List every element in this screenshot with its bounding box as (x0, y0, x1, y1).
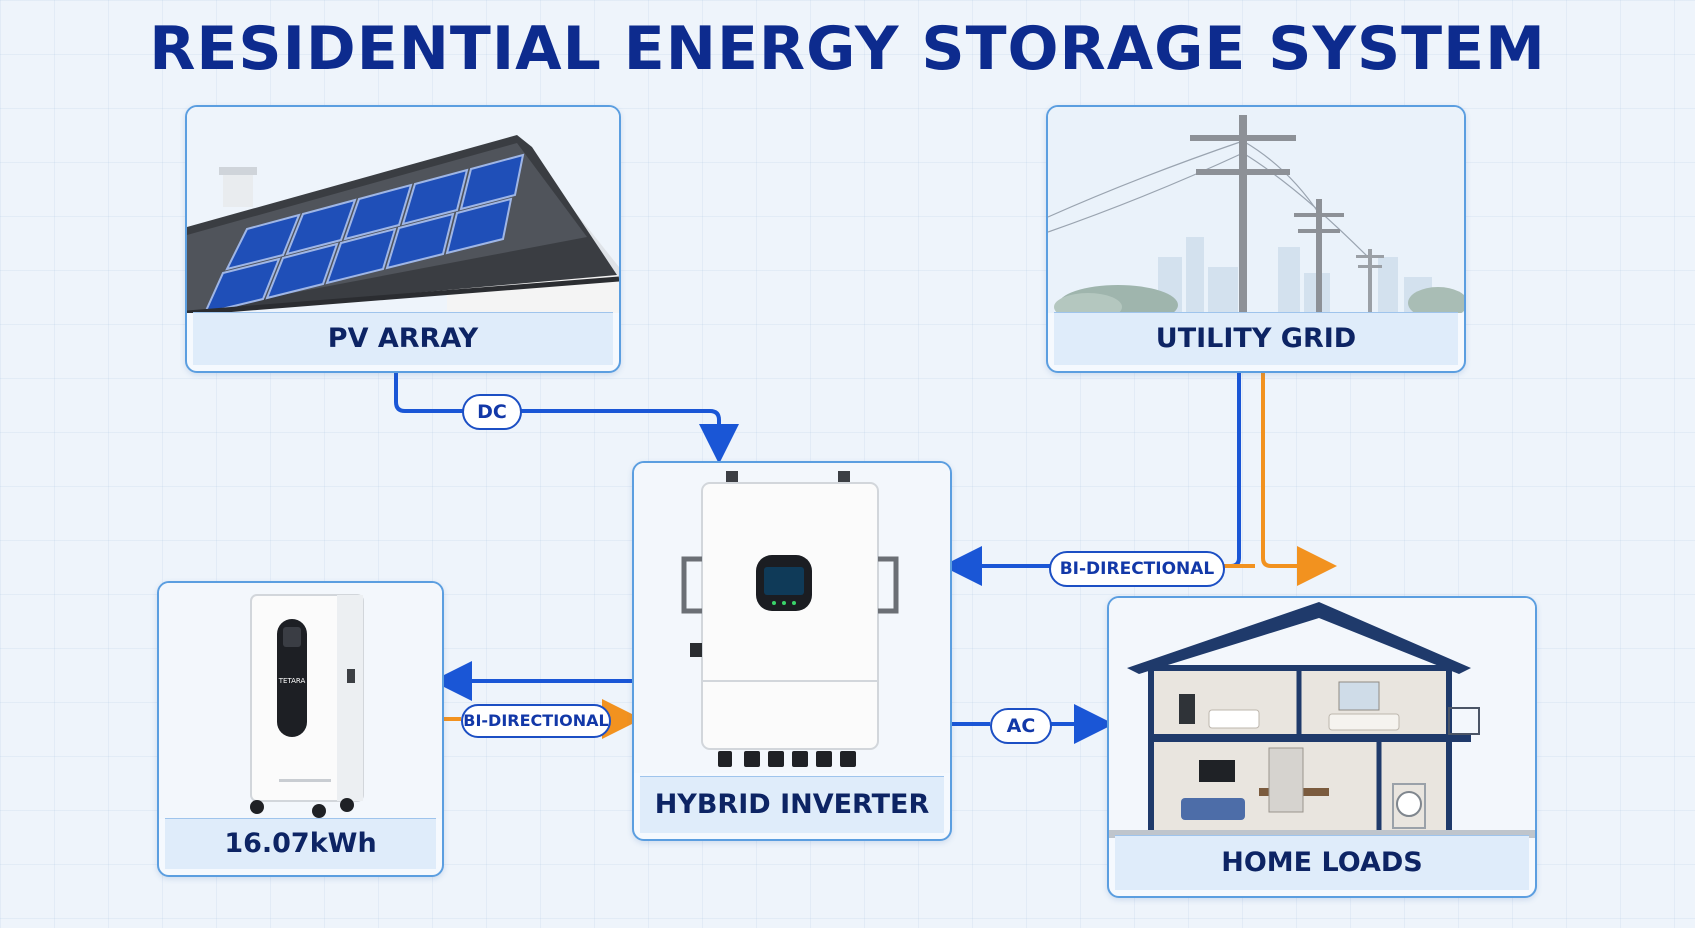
grid-orange-line (1261, 371, 1337, 586)
home-loads-panel: HOME LOADS (1107, 596, 1537, 898)
utility-grid-panel: UTILITY GRID (1046, 105, 1466, 373)
svg-text:TETARA: TETARA (278, 677, 306, 685)
battery-label: 16.07kWh BATTERY (165, 818, 436, 869)
grid-bidirectional-label: BI-DIRECTIONAL (1049, 551, 1225, 587)
grid-blue-line (942, 371, 1241, 586)
utility-grid-label: UTILITY GRID (1054, 312, 1458, 365)
battery-panel: TETARA 16.07kWh BATTERY (157, 581, 444, 877)
dc-connection-label: DC (462, 394, 522, 430)
pv-array-label: PV ARRAY (193, 312, 613, 365)
pv-array-panel: PV ARRAY (185, 105, 621, 373)
battery-cabinet-illustration: TETARA (159, 583, 442, 819)
hybrid-inverter-label: HYBRID INVERTER (640, 776, 944, 833)
home-loads-label: HOME LOADS (1115, 835, 1529, 890)
battery-bidirectional-label: BI-DIRECTIONAL (461, 704, 611, 738)
dc-line (394, 371, 739, 464)
house-cutaway-illustration (1109, 598, 1535, 838)
power-pole-illustration (1048, 107, 1464, 313)
page-title: RESIDENTIAL ENERGY STORAGE SYSTEM (149, 14, 1546, 84)
solar-roof-illustration (187, 107, 619, 313)
ac-connection-label: AC (990, 708, 1052, 744)
hybrid-inverter-panel: HYBRID INVERTER (632, 461, 952, 841)
inverter-illustration (634, 463, 950, 773)
